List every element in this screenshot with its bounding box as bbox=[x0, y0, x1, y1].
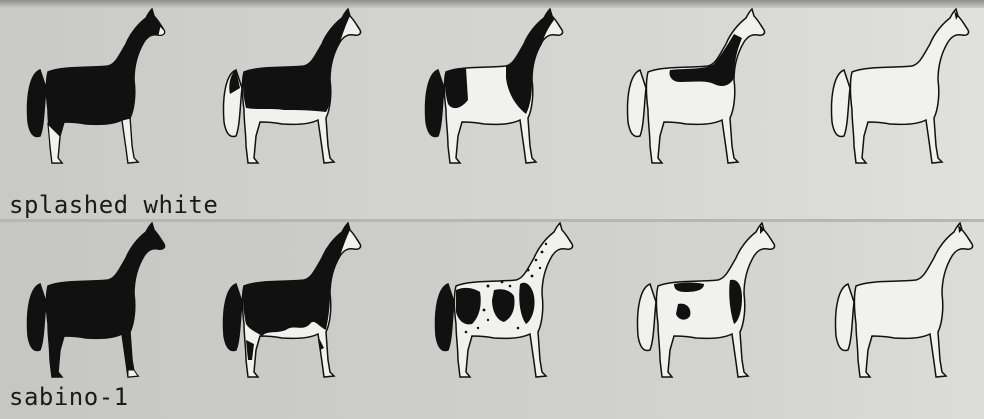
horse-splashed-1 bbox=[10, 6, 180, 176]
horse-sabino-2 bbox=[206, 222, 376, 390]
horse-sabino-4 bbox=[620, 222, 790, 390]
horse-splashed-4 bbox=[610, 6, 780, 176]
horse-sabino-1 bbox=[10, 222, 180, 390]
horse-splashed-3 bbox=[408, 6, 578, 176]
sabino-1-strip: sabino-1 bbox=[0, 222, 984, 419]
horse-splashed-2 bbox=[206, 6, 376, 176]
horse-splashed-5 bbox=[814, 6, 984, 176]
horse-sabino-5 bbox=[818, 222, 984, 390]
row-label-sabino-1: sabino-1 bbox=[9, 383, 129, 411]
splashed-white-strip: splashed white bbox=[0, 0, 984, 222]
row-label-splashed-white: splashed white bbox=[9, 191, 218, 219]
horse-sabino-3 bbox=[418, 222, 588, 390]
